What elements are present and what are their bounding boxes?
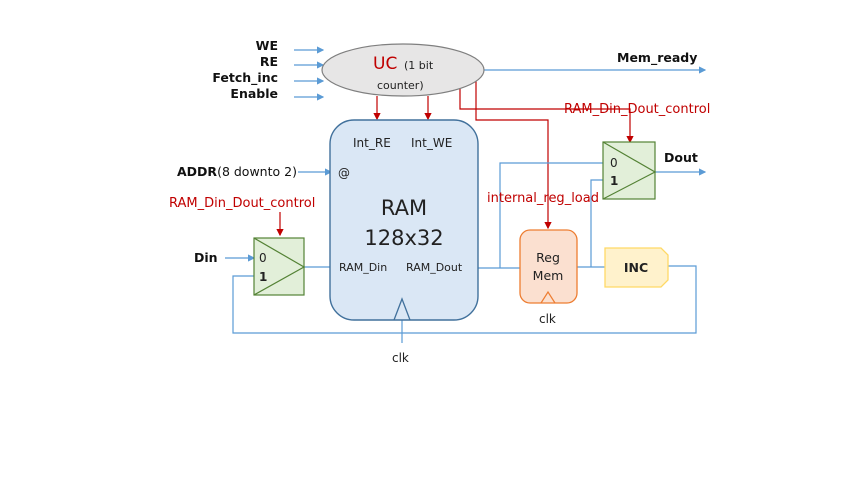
- label-din: Din: [194, 250, 218, 265]
- ram-block: Int_RE Int_WE @ RAM 128x32 RAM_Din RAM_D…: [329, 119, 479, 321]
- output-mux-in0: 0: [610, 156, 618, 170]
- reg-clk-label: clk: [539, 312, 556, 326]
- ram-size: 128x32: [364, 226, 443, 250]
- label-ram-din-dout-control-top: RAM_Din_Dout_control: [564, 102, 710, 117]
- ram-din-port: RAM_Din: [339, 261, 387, 274]
- inc-label: INC: [624, 260, 648, 275]
- label-addr: ADDR(8 downto 2): [177, 164, 297, 179]
- wire-internal-reg-load: [475, 80, 552, 230]
- inc-block: INC: [604, 247, 669, 288]
- uc-control-unit: [321, 43, 485, 97]
- reg-clk-triangle: [540, 290, 556, 304]
- label-addr-name: ADDR: [177, 164, 217, 179]
- label-we: WE: [256, 38, 278, 53]
- ram-dout-port: RAM_Dout: [406, 261, 463, 274]
- wire-inc-feedback: [232, 265, 697, 334]
- wire-ram-dout-to-mux-out-0: [499, 162, 603, 268]
- input-mux: 0 1: [253, 237, 306, 296]
- ram-name: RAM: [381, 196, 427, 220]
- output-mux: 0 1: [602, 141, 657, 200]
- label-dout: Dout: [664, 150, 698, 165]
- label-fetch-inc: Fetch_inc: [212, 70, 278, 86]
- label-re: RE: [260, 54, 278, 69]
- ram-clk-label: clk: [392, 351, 409, 365]
- input-mux-in0: 0: [259, 251, 267, 265]
- ram-int-re: Int_RE: [353, 136, 391, 150]
- label-mem-ready: Mem_ready: [617, 50, 697, 66]
- wire-reg-to-mux-out-1: [590, 179, 603, 267]
- label-addr-range: (8 downto 2): [217, 164, 297, 179]
- uc-subtitle-2: counter): [377, 79, 424, 92]
- uc-title: UC: [373, 54, 397, 74]
- reg-line1: Reg: [536, 250, 560, 265]
- ram-int-we: Int_WE: [411, 136, 452, 150]
- input-mux-in1: 1: [259, 270, 267, 284]
- output-mux-in1: 1: [610, 174, 618, 188]
- label-ram-din-dout-control-left: RAM_Din_Dout_control: [169, 196, 315, 211]
- label-internal-reg-load: internal_reg_load: [487, 191, 599, 206]
- reg-mem-block: Reg Mem: [519, 229, 578, 304]
- ram-clk-triangle: [393, 297, 411, 321]
- ram-addr-port: @: [338, 166, 350, 180]
- reg-line2: Mem: [533, 268, 564, 283]
- uc-input-wires: [294, 46, 325, 101]
- label-enable: Enable: [230, 86, 278, 101]
- uc-subtitle-1: (1 bit: [404, 59, 434, 72]
- wire-ram-din-dout-control-top: [459, 87, 634, 144]
